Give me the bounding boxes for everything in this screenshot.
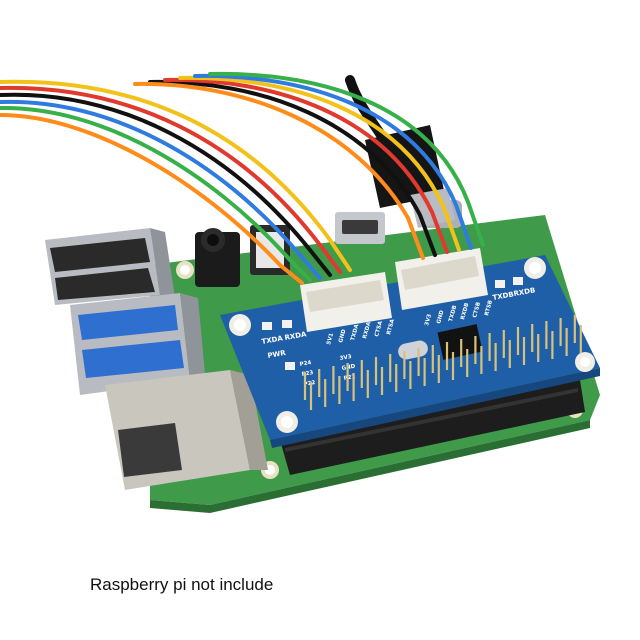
gpio-header-stack	[280, 380, 585, 475]
pin-a-3: RXDA	[362, 321, 372, 340]
pin-a-4: CTSA	[374, 320, 384, 338]
audio-jack	[195, 228, 240, 287]
pin-a-1: GND	[338, 328, 347, 343]
side-2: P22	[303, 380, 316, 388]
connector-a	[300, 272, 392, 332]
pin-a-5: RTSA	[386, 318, 396, 336]
uart-chip	[437, 324, 483, 360]
led	[513, 277, 523, 285]
side-0: P24	[299, 360, 312, 368]
usb3-ports	[70, 293, 206, 395]
pin-b-1: GND	[436, 309, 445, 324]
side-4: GND	[341, 364, 356, 372]
pin-b-4: CTSB	[472, 302, 482, 319]
pin-b-3: RXDB	[460, 302, 470, 320]
label-rxdb: RXDB	[513, 286, 536, 298]
label-pwr: PWR	[267, 349, 287, 360]
pin-a-0: 5V1	[326, 332, 335, 345]
pwr-led	[285, 362, 295, 370]
label-rxda: RXDA	[284, 330, 308, 342]
pin-a-2: TXDA	[350, 323, 360, 342]
usb-a-ports-upper	[45, 228, 175, 305]
side-1: P23	[301, 370, 314, 378]
led	[282, 320, 292, 328]
label-txdb: TXDB	[492, 290, 514, 302]
pin-b-2: TXDB	[448, 305, 458, 323]
pin-b-0: 3V3	[424, 313, 433, 326]
side-3: 3V3	[339, 354, 352, 362]
connector-b	[395, 248, 488, 310]
side-5: P21	[343, 374, 356, 382]
ethernet-port	[105, 370, 268, 490]
crystal	[398, 340, 428, 360]
caption: Raspberry pi not include	[90, 575, 274, 594]
label-txda: TXDA	[261, 334, 284, 346]
gpio-pins	[303, 315, 582, 410]
led	[262, 322, 272, 330]
pin-b-5: RTSB	[484, 300, 494, 317]
led	[495, 280, 505, 288]
wire-bundle	[0, 71, 485, 285]
